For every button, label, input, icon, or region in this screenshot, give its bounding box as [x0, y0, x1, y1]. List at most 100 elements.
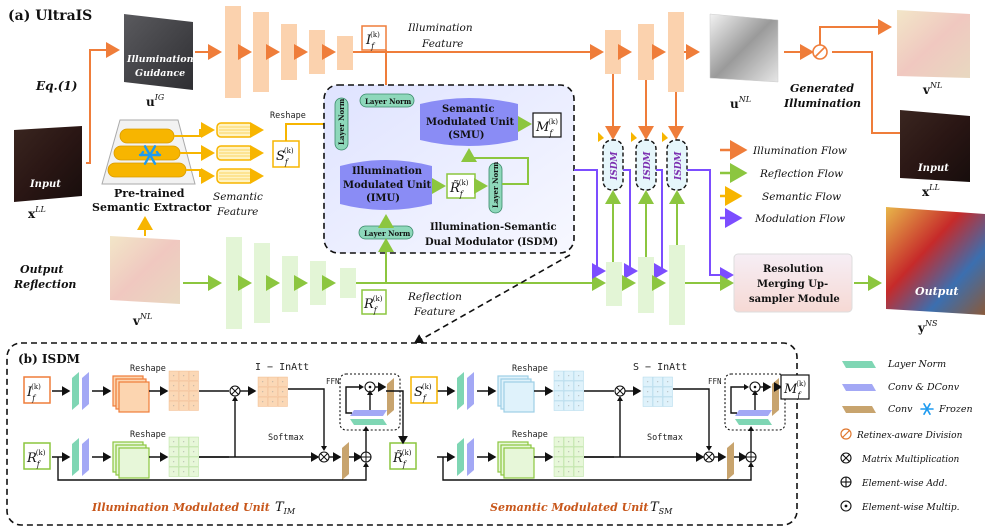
svg-text:Reshape: Reshape [512, 430, 548, 440]
svg-text:Illumination: Illumination [352, 166, 423, 177]
x-ll-symbol: xLL [28, 205, 46, 221]
svg-text:Illumination Flow: Illumination Flow [752, 145, 847, 157]
svg-text:Pre-trained: Pre-trained [114, 187, 185, 200]
conv-dconv-block [82, 438, 89, 476]
ffn-conv-block [387, 378, 394, 416]
layer-norm-top [359, 93, 415, 108]
retinex-division-legend-icon [840, 428, 852, 440]
m-output-box [532, 112, 562, 138]
svg-text:Reflection: Reflection [407, 291, 462, 303]
svg-text:Reflection: Reflection [13, 278, 76, 291]
svg-text:Sf(k): Sf(k) [276, 147, 294, 167]
snowflake-frozen-icon [138, 145, 162, 165]
svg-text:Retinex-aware Division: Retinex-aware Division [856, 431, 963, 441]
illum-encoder-block-1 [225, 6, 241, 98]
v-nl-symbol-right: vNL [922, 81, 942, 97]
ffn-layer-norm [735, 419, 772, 425]
v-nl-symbol-left: vNL [132, 312, 152, 328]
svg-text:Resolution: Resolution [763, 264, 824, 275]
layer-norm-block [457, 438, 464, 476]
svg-text:If(k): If(k) [365, 31, 380, 51]
frozen-snowflake-icon [920, 403, 934, 415]
svg-text:Guidance: Guidance [135, 68, 185, 79]
svg-text:ISDM: ISDM [610, 150, 620, 181]
illum-decoder-block-2 [638, 24, 654, 80]
flow-legend: Illumination Flow Reflection Flow Semant… [720, 140, 847, 228]
eq1-label: Eq.(1) [35, 79, 77, 93]
output-reflection-image-right [897, 10, 970, 78]
feature-map [118, 447, 150, 479]
eq1-arrow [86, 42, 120, 164]
svg-text:Layer Norm: Layer Norm [365, 97, 412, 106]
smu-input-sem-box [410, 376, 438, 404]
svg-text:Feature: Feature [421, 38, 463, 50]
svg-text:Layer Norm: Layer Norm [364, 229, 411, 238]
conv-dconv-block [82, 372, 89, 410]
svg-text:Semantic: Semantic [213, 191, 263, 203]
illum-encoder-block-4 [309, 30, 325, 74]
layer-norm-rtilde [488, 162, 503, 214]
imu-input-refl-box [23, 442, 51, 470]
svg-text:Mf(k): Mf(k) [783, 380, 806, 400]
flow-line [345, 386, 359, 414]
svg-text:Layer Norm: Layer Norm [337, 98, 346, 145]
x-ll-symbol-right: xLL [922, 183, 940, 199]
conv-block [342, 442, 349, 480]
isdm-small-2: ISDM [631, 132, 657, 191]
ffn-conv-block [772, 378, 779, 416]
smu-caption-math: TSM [650, 500, 673, 516]
svg-text:Softmax: Softmax [647, 433, 683, 443]
conv-dconv-block [467, 372, 474, 410]
module-legend: Layer Norm Conv & DConv Conv Frozen Reti… [840, 359, 973, 513]
svg-text:Output: Output [915, 285, 958, 298]
isdm-small-3: ISDM [662, 132, 688, 191]
imu-input-illum-box [23, 376, 51, 404]
illum-encoder-block-2 [253, 12, 269, 92]
svg-text:(IMU): (IMU) [366, 193, 400, 204]
svg-text:FFN: FFN [708, 377, 722, 386]
illumination-feature-box [361, 25, 387, 51]
svg-text:Semantic Flow: Semantic Flow [762, 191, 841, 203]
ffn-conv-dconv [735, 410, 772, 416]
smu-output-m-box [780, 374, 810, 400]
svg-text:(SMU): (SMU) [448, 130, 484, 141]
conv-block [727, 442, 734, 480]
imu-unit [340, 160, 432, 210]
svg-text:Modulation Flow: Modulation Flow [754, 213, 845, 225]
refl-decoder-block-2 [638, 257, 654, 313]
svg-text:Semantic: Semantic [442, 104, 494, 115]
svg-text:Matrix Multiplication: Matrix Multiplication [861, 455, 960, 465]
svg-text:Reshape: Reshape [270, 111, 306, 121]
svg-text:Merging Up-: Merging Up- [757, 279, 828, 290]
isdm-module-box: Layer Norm Layer Norm Semantic Modulated… [323, 84, 575, 254]
flow-line [673, 388, 710, 448]
svg-text:R̃f(k): R̃f(k) [392, 449, 412, 469]
u-ig-symbol: uIG [146, 93, 165, 109]
svg-text:Reshape: Reshape [512, 364, 548, 374]
u-nl-symbol: uNL [730, 95, 751, 111]
svg-text:Rf(k): Rf(k) [26, 449, 46, 469]
layer-norm-block [457, 372, 464, 410]
resolution-merging-upsampler [733, 253, 853, 313]
layer-norm-semantic [334, 97, 349, 151]
generated-illumination-image [709, 13, 779, 83]
refl-encoder-block-2 [254, 243, 270, 323]
svg-text:ISDM: ISDM [674, 150, 684, 181]
svg-text:Conv: Conv [888, 404, 913, 415]
smu-unit [420, 98, 518, 146]
svg-text:Semantic Extractor: Semantic Extractor [92, 201, 212, 214]
imu-caption-math: TIM [275, 500, 296, 516]
illum-encoder-block-5 [337, 36, 353, 70]
illumination-guidance-image: Illumination Guidance [124, 14, 194, 90]
illum-decoder-block-1 [605, 30, 621, 74]
smu-detail [437, 370, 786, 481]
refl-encoder-block-4 [310, 261, 326, 305]
svg-text:Illumination: Illumination [407, 22, 473, 34]
ffn-conv-dconv [350, 410, 387, 416]
imu-caption: Illumination Modulated Unit [91, 501, 270, 514]
svg-text:sampler Module: sampler Module [749, 294, 840, 305]
svg-text:Illumination: Illumination [126, 54, 194, 65]
refl-encoder-block-5 [340, 268, 356, 298]
refl-decoder-block-3 [669, 245, 685, 325]
svg-text:Mf(k): Mf(k) [535, 118, 558, 138]
